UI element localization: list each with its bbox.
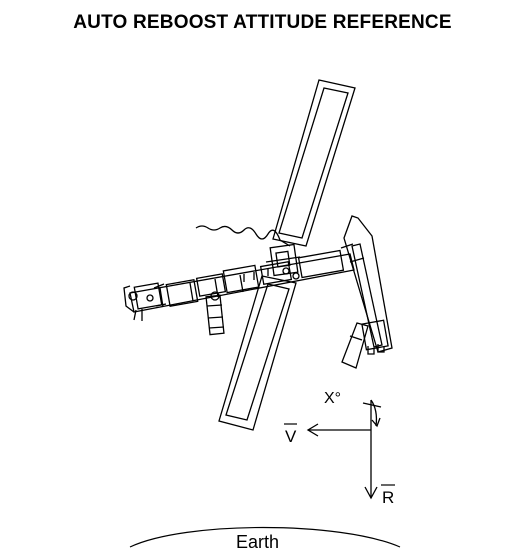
right-arm <box>340 215 393 369</box>
velocity-label: V <box>285 427 297 446</box>
attitude-tilt-line <box>362 402 382 408</box>
angle-arc <box>370 399 378 427</box>
velocity-arrowhead-icon <box>306 423 319 437</box>
earth-horizon <box>129 526 401 548</box>
diagram-title: AUTO REBOOST ATTITUDE REFERENCE <box>73 12 452 33</box>
angle-arrowhead-icon <box>371 417 381 428</box>
radius-arrowhead-icon <box>364 486 378 500</box>
upper-solar-array <box>272 79 356 247</box>
antenna-wire <box>195 225 291 247</box>
x-angle-label: X° <box>324 390 341 407</box>
earth-label: Earth <box>236 532 279 552</box>
reference-frame <box>306 399 382 500</box>
radius-label: R <box>382 488 394 507</box>
lower-solar-array <box>218 275 297 431</box>
main-truss <box>123 249 355 336</box>
